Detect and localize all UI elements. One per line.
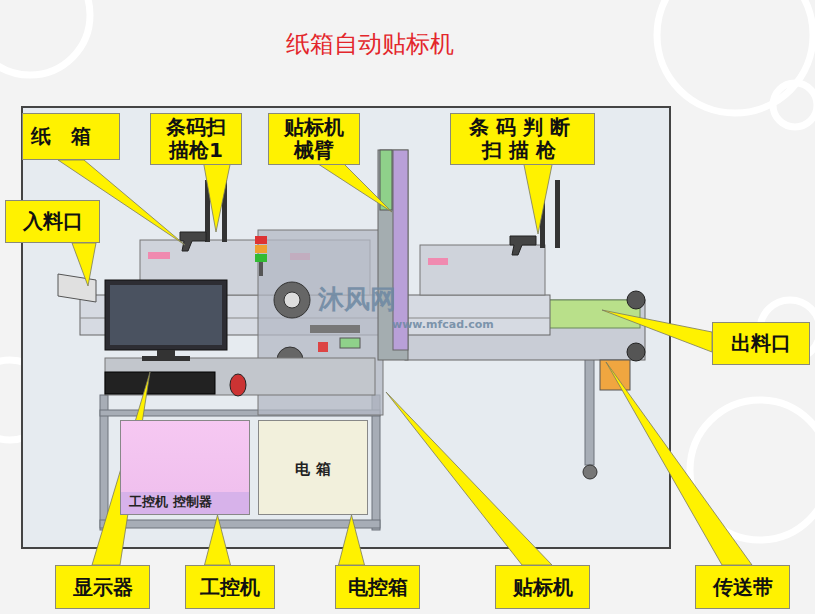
leader-line	[339, 515, 365, 565]
leader-line	[203, 160, 231, 232]
scanner-post	[555, 180, 560, 248]
callout-box: 贴标机械臂	[268, 113, 360, 165]
table-frame	[100, 355, 621, 530]
node-text: 传送带	[713, 576, 773, 599]
monitor-base	[142, 356, 190, 361]
node-text: 电 箱	[295, 461, 330, 478]
node-text: 贴标机械臂	[277, 116, 351, 162]
scanner-gun	[510, 236, 536, 255]
callout-box: 工控机	[185, 565, 275, 609]
stack-light-post	[259, 262, 263, 276]
infeed-guide	[58, 274, 96, 302]
callout-box: 显示器	[55, 565, 150, 609]
callout-box: 条码判断扫描枪	[450, 113, 595, 165]
node-text: 显示器	[73, 576, 133, 599]
table-rail	[100, 520, 380, 528]
arm-part	[380, 150, 392, 210]
monitor-screen	[110, 285, 222, 345]
watermark: 沐风网	[318, 282, 396, 317]
callout-box: 电控箱	[335, 565, 420, 609]
electric-box: 电 箱	[258, 420, 368, 515]
callout-box: 贴标机	[495, 565, 590, 609]
label-mark	[428, 258, 448, 265]
labeler-part	[340, 338, 360, 348]
node-text: 工控机 控制器	[129, 495, 212, 510]
callout-box: 条码扫描枪1	[150, 113, 242, 165]
conveyor-belt	[540, 300, 640, 328]
node-text: 工控机	[200, 576, 260, 599]
callout-box: 纸箱	[22, 113, 120, 160]
drawing-frame	[22, 107, 670, 548]
label-mark	[148, 252, 170, 259]
deco-circle	[657, 0, 813, 113]
controller-box: 工控机 控制器	[120, 420, 250, 515]
leader-line	[205, 515, 231, 565]
callout-box: 出料口	[712, 322, 810, 365]
node-text: 入料口	[23, 210, 83, 233]
leader-line	[72, 243, 96, 286]
label-roll	[274, 282, 310, 318]
deco-circle	[773, 83, 815, 127]
scanner-gun	[180, 232, 206, 251]
node-text: 纸箱	[31, 125, 111, 148]
leader-line	[606, 362, 752, 565]
label-roll-core	[284, 292, 300, 308]
leader-line	[523, 160, 553, 234]
node-text: 出料口	[731, 332, 791, 355]
leader-line	[386, 392, 552, 565]
leader-line	[312, 160, 392, 212]
callout-box: 传送带	[695, 565, 790, 609]
leader-lines	[58, 160, 752, 565]
node-text: 贴标机	[513, 576, 573, 599]
roller	[627, 291, 645, 309]
carton-hood	[420, 245, 545, 295]
node-text: 电控箱	[348, 576, 408, 599]
deco-circle	[0, 0, 90, 75]
keyboard	[105, 372, 215, 394]
node-text: 条码判断扫描枪	[459, 116, 586, 162]
roller	[627, 343, 645, 361]
monitor	[105, 280, 227, 350]
stack-light	[255, 245, 267, 253]
caster	[583, 465, 597, 479]
stack-light	[255, 236, 267, 244]
title: 纸箱自动贴标机	[286, 28, 454, 60]
mouse	[230, 374, 246, 396]
node-text: 条码扫描枪1	[159, 116, 233, 162]
labeler-plate	[310, 325, 360, 333]
leader-line	[602, 310, 712, 352]
callout-box: 入料口	[5, 200, 100, 243]
labeler-part	[318, 342, 328, 352]
stack-light	[255, 254, 267, 262]
stand-leg	[585, 355, 594, 465]
watermark: www.mfcad.com	[392, 318, 494, 331]
